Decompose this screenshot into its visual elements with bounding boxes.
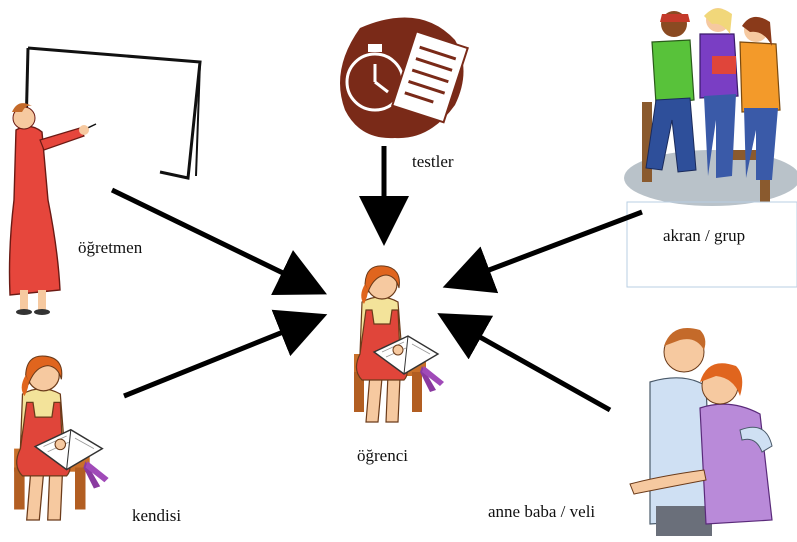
peers-label: akran / grup [663, 226, 746, 245]
teacher-label: öğretmen [78, 238, 143, 257]
tests-label: testler [412, 152, 454, 171]
self-label: kendisi [132, 506, 182, 525]
student-group-icon [624, 8, 797, 206]
arrow-peers-to-student [442, 209, 643, 294]
peers-label-box [626, 201, 797, 288]
center-reading-girl-icon [353, 265, 445, 423]
stopwatch-test-papers-icon [340, 17, 469, 139]
arrow-self-to-student [123, 309, 328, 399]
arrow-teacher-to-student [110, 187, 327, 296]
arrows [110, 146, 643, 413]
reading-girl-icon [13, 355, 110, 521]
parents-label: anne baba / veli [488, 502, 596, 521]
parents-couple-icon [629, 328, 773, 536]
arrow-parents-to-student [437, 313, 612, 413]
teacher-at-board-icon [8, 46, 202, 315]
center-label: öğrenci [357, 446, 408, 465]
